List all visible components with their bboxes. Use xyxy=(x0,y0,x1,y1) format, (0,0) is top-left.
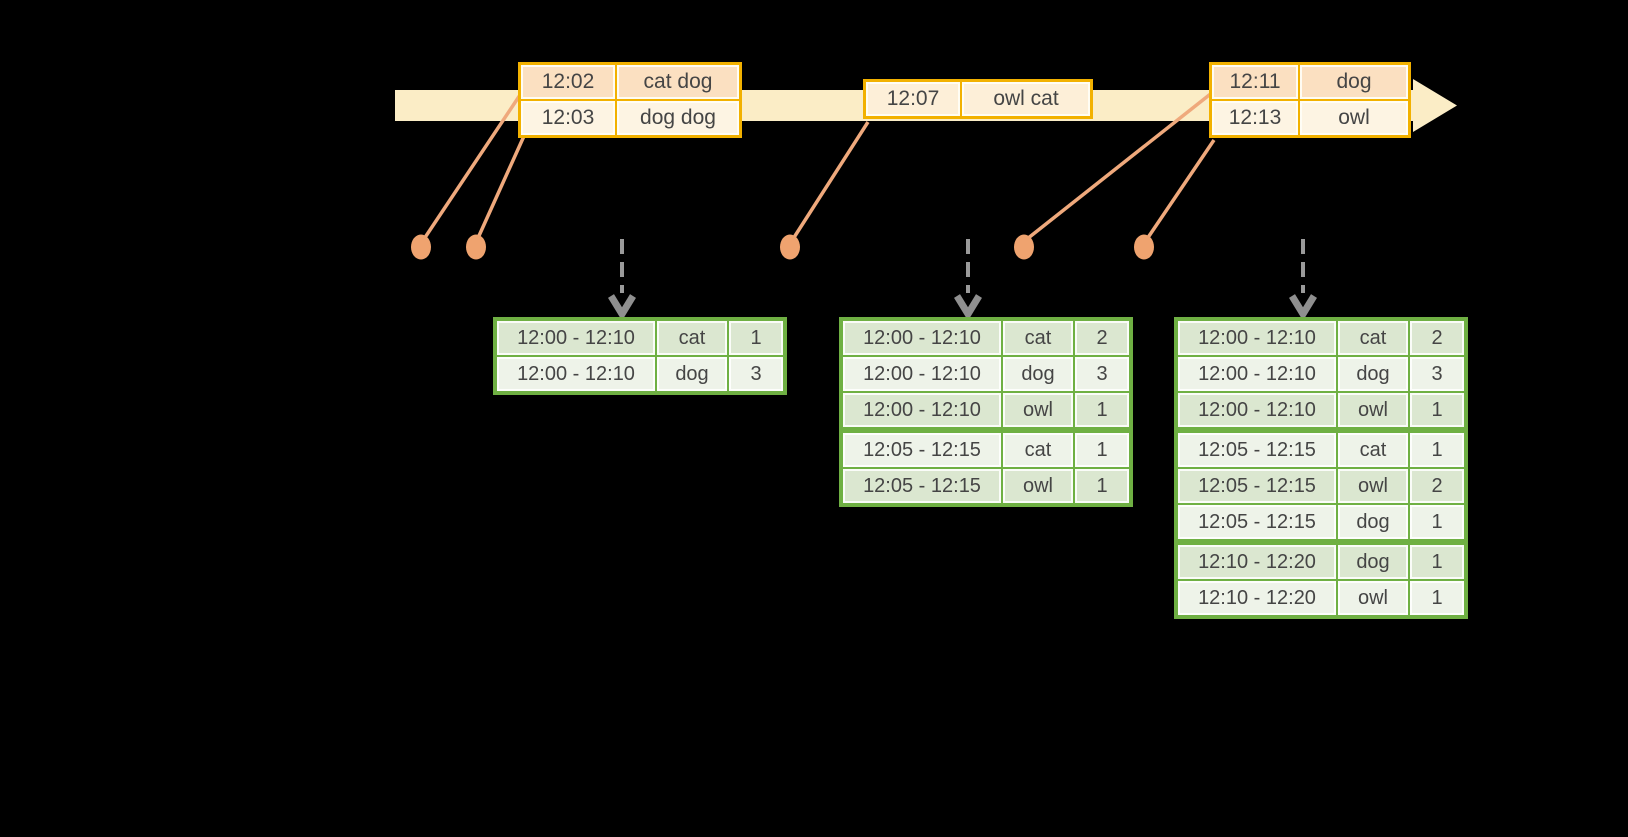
event-connector-lines xyxy=(422,90,1216,241)
word-cell: cat xyxy=(1336,427,1410,469)
window-cell: 12:05 - 12:15 xyxy=(840,467,1003,506)
event-dot xyxy=(1014,234,1034,260)
event-dots xyxy=(411,234,1154,260)
word-cell: dog xyxy=(1336,355,1410,393)
window-cell: 12:00 - 12:10 xyxy=(494,355,657,394)
trigger-arrow-icon xyxy=(1289,239,1317,321)
event-dot xyxy=(411,234,431,260)
count-cell: 3 xyxy=(727,355,786,394)
words-cell: dog dog xyxy=(615,99,742,138)
word-cell: owl xyxy=(1001,391,1075,431)
event-dot xyxy=(1134,234,1154,260)
connector-line xyxy=(791,121,870,240)
word-cell: cat xyxy=(1001,318,1075,357)
count-cell: 1 xyxy=(1073,427,1132,469)
time-cell: 12:02 xyxy=(518,62,617,101)
window-cell: 12:05 - 12:15 xyxy=(1175,427,1338,469)
event-dot xyxy=(466,234,486,260)
connector-line xyxy=(476,135,526,239)
word-cell: cat xyxy=(655,318,729,357)
count-cell: 1 xyxy=(727,318,786,357)
count-cell: 1 xyxy=(1408,427,1467,469)
count-cell: 1 xyxy=(1073,391,1132,431)
word-cell: cat xyxy=(1336,318,1410,357)
word-cell: owl xyxy=(1336,391,1410,431)
connector-line xyxy=(422,91,524,240)
count-cell: 1 xyxy=(1408,503,1467,543)
trigger-arrows xyxy=(608,239,1317,321)
time-cell: 12:03 xyxy=(518,99,617,138)
count-cell: 2 xyxy=(1073,318,1132,357)
word-cell: dog xyxy=(655,355,729,394)
window-cell: 12:00 - 12:10 xyxy=(840,318,1003,357)
window-cell: 12:00 - 12:10 xyxy=(840,355,1003,393)
time-cell: 12:11 xyxy=(1209,62,1300,101)
words-cell: owl cat xyxy=(960,79,1093,119)
window-cell: 12:05 - 12:15 xyxy=(1175,467,1338,505)
word-cell: dog xyxy=(1336,503,1410,543)
count-cell: 2 xyxy=(1408,318,1467,357)
count-cell: 1 xyxy=(1073,467,1132,506)
word-cell: dog xyxy=(1336,539,1410,581)
trigger-arrow-icon xyxy=(608,239,636,321)
window-cell: 12:05 - 12:15 xyxy=(1175,503,1338,543)
connector-line xyxy=(1145,139,1216,240)
window-cell: 12:00 - 12:10 xyxy=(1175,391,1338,431)
word-cell: cat xyxy=(1001,427,1075,469)
window-cell: 12:05 - 12:15 xyxy=(840,427,1003,469)
word-cell: owl xyxy=(1001,467,1075,506)
time-cell: 12:07 xyxy=(863,79,962,119)
words-cell: cat dog xyxy=(615,62,742,101)
count-cell: 1 xyxy=(1408,391,1467,431)
time-cell: 12:13 xyxy=(1209,99,1300,138)
count-cell: 3 xyxy=(1073,355,1132,393)
window-cell: 12:00 - 12:10 xyxy=(840,391,1003,431)
words-cell: owl xyxy=(1298,99,1411,138)
count-cell: 1 xyxy=(1408,539,1467,581)
event-dot xyxy=(780,234,800,260)
trigger-arrow-icon xyxy=(954,239,982,321)
window-cell: 12:10 - 12:20 xyxy=(1175,539,1338,581)
count-cell: 3 xyxy=(1408,355,1467,393)
connector-line xyxy=(1025,90,1215,241)
count-cell: 2 xyxy=(1408,467,1467,505)
word-cell: dog xyxy=(1001,355,1075,393)
word-cell: owl xyxy=(1336,579,1410,618)
window-cell: 12:00 - 12:10 xyxy=(1175,318,1338,357)
window-cell: 12:10 - 12:20 xyxy=(1175,579,1338,618)
window-cell: 12:00 - 12:10 xyxy=(494,318,657,357)
words-cell: dog xyxy=(1298,62,1411,101)
count-cell: 1 xyxy=(1408,579,1467,618)
word-cell: owl xyxy=(1336,467,1410,505)
window-cell: 12:00 - 12:10 xyxy=(1175,355,1338,393)
